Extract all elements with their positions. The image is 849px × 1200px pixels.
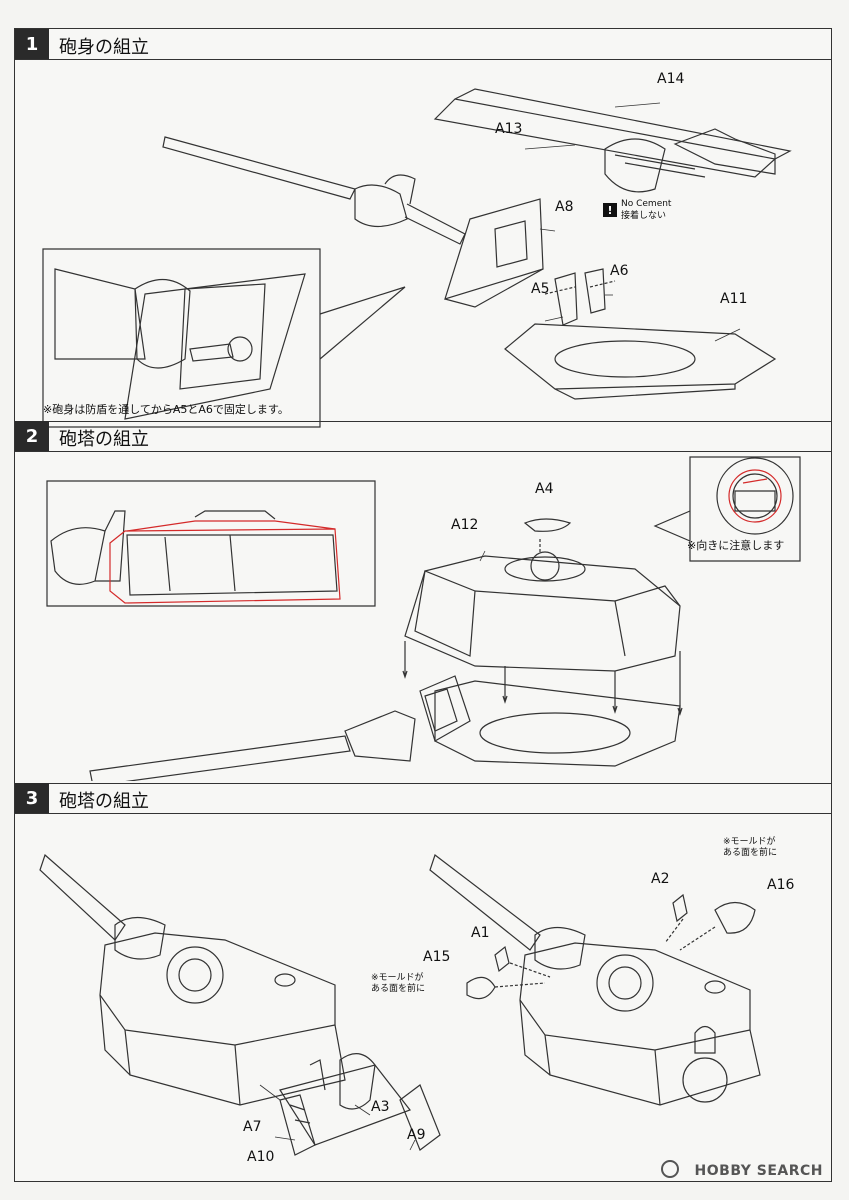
divider-2-3 bbox=[15, 783, 831, 784]
part-label-a11: A11 bbox=[720, 291, 748, 307]
step-1-note: ※砲身は防盾を通してからA5とA6で固定します。 bbox=[43, 403, 289, 416]
part-label-a14: A14 bbox=[657, 71, 685, 87]
no-cement-icon: ! bbox=[603, 203, 617, 217]
step-3-note-right: ※モールドが ある面を前に bbox=[723, 837, 778, 858]
part-label-a6: A6 bbox=[610, 263, 629, 279]
step-1-title: 砲身の組立 bbox=[59, 37, 149, 58]
step-3-note-left: ※モールドが ある面を前に bbox=[371, 973, 426, 994]
step-1-number: 1 bbox=[15, 29, 49, 59]
part-label-a15: A15 bbox=[423, 949, 451, 965]
part-label-a5: A5 bbox=[531, 281, 550, 297]
step-3-header: 3 砲塔の組立 bbox=[15, 783, 831, 814]
part-label-a7: A7 bbox=[243, 1119, 262, 1135]
brand-watermark: HOBBY SEARCH bbox=[694, 1163, 823, 1179]
step-2-note: ※向きに注意します bbox=[687, 539, 785, 552]
no-cement-en: No Cement bbox=[621, 199, 672, 209]
step-2-number: 2 bbox=[15, 421, 49, 451]
part-label-a8: A8 bbox=[555, 199, 574, 215]
part-label-a2: A2 bbox=[651, 871, 670, 887]
step-3-drawing bbox=[39, 853, 761, 1156]
part-label-a3: A3 bbox=[371, 1099, 390, 1115]
step-3-number: 3 bbox=[15, 783, 49, 813]
step-1-drawing bbox=[42, 88, 792, 428]
instruction-sheet: 1 砲身の組立 bbox=[14, 28, 832, 1182]
part-label-a10: A10 bbox=[247, 1149, 275, 1165]
step-2-title: 砲塔の組立 bbox=[59, 429, 149, 450]
part-label-a16: A16 bbox=[767, 877, 795, 893]
no-cement-jp: 接着しない bbox=[621, 211, 667, 221]
part-label-a12: A12 bbox=[451, 517, 479, 533]
part-label-a13: A13 bbox=[495, 121, 523, 137]
part-label-a9: A9 bbox=[407, 1127, 426, 1143]
part-label-a4: A4 bbox=[535, 481, 554, 497]
step-2-drawing bbox=[46, 456, 801, 781]
part-label-a1: A1 bbox=[471, 925, 490, 941]
brand-logo-icon bbox=[661, 1160, 679, 1178]
step-1-header: 1 砲身の組立 bbox=[15, 29, 831, 60]
divider-1-2 bbox=[15, 421, 831, 422]
step-3-title: 砲塔の組立 bbox=[59, 791, 149, 812]
step-2-header: 2 砲塔の組立 bbox=[15, 421, 831, 452]
